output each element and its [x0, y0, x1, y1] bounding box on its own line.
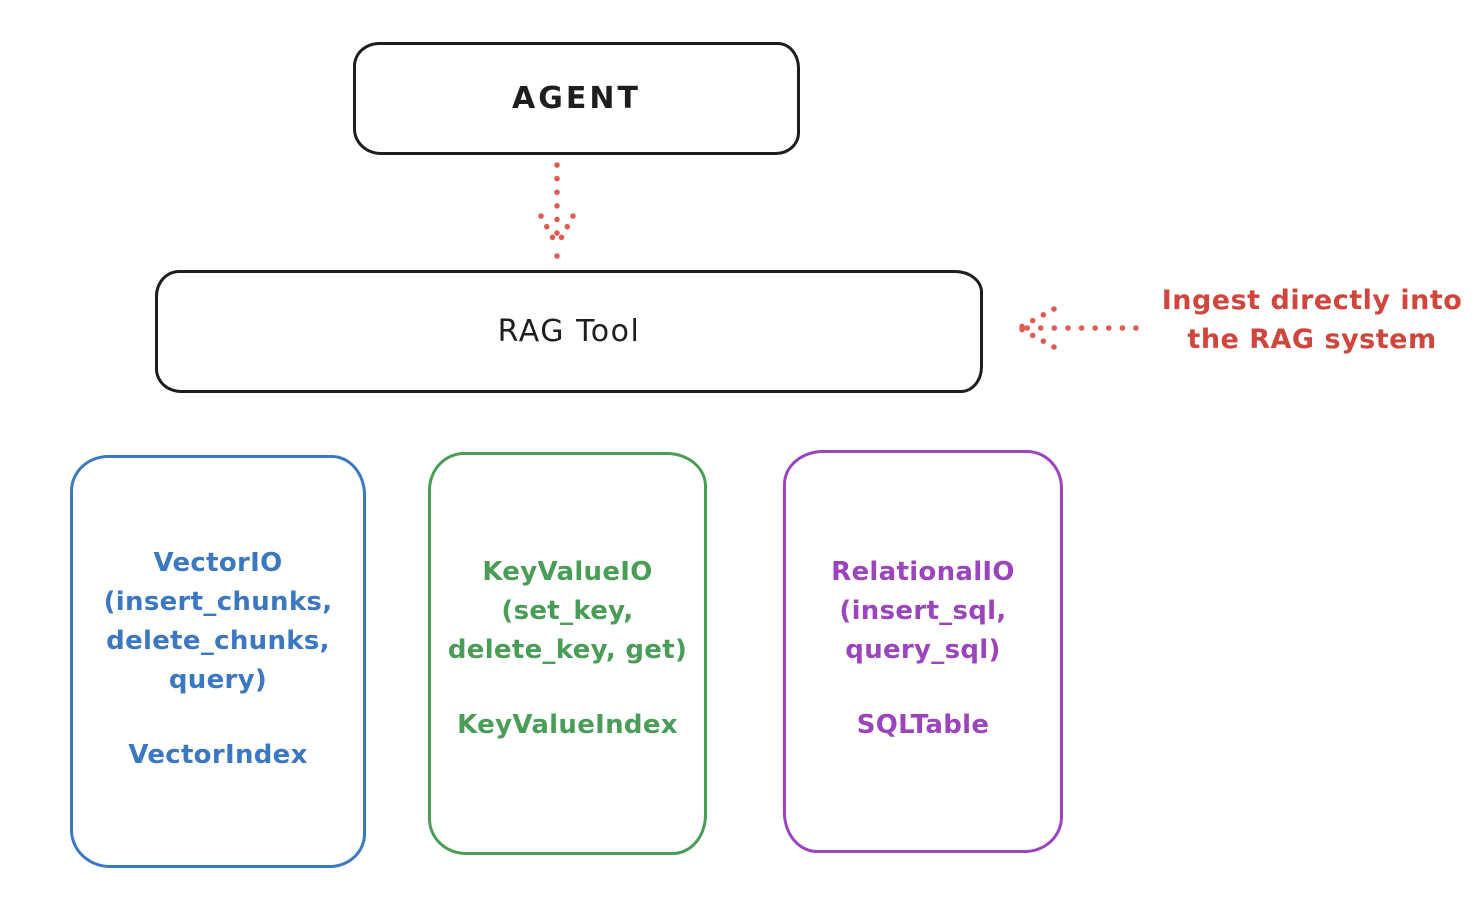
relational-io-node: RelationalIO (insert_sql, query_sql) SQL… [783, 450, 1063, 853]
vector-index-label: VectorIndex [128, 740, 308, 770]
sqltable-label: SQLTable [856, 710, 990, 740]
vector-io-node: VectorIO (insert_chunks, delete_chunks, … [70, 455, 366, 868]
rag-tool-node: RAG Tool [155, 270, 983, 393]
agent-node: AGENT [353, 42, 800, 155]
vector-io-body: VectorIO (insert_chunks, delete_chunks, … [103, 548, 333, 695]
ingest-to-ragtool-arrow [1018, 306, 1139, 350]
keyvalue-io-node: KeyValueIO (set_key, delete_key, get) Ke… [428, 452, 707, 855]
ingest-annotation-text: Ingest directly into the RAG system [1161, 285, 1463, 355]
relational-io-body: RelationalIO (insert_sql, query_sql) [831, 557, 1015, 665]
agent-node-label: AGENT [512, 81, 641, 116]
agent-to-ragtool-arrow [538, 162, 576, 259]
keyvalue-index-label: KeyValueIndex [457, 710, 678, 740]
rag-tool-node-label: RAG Tool [497, 314, 641, 349]
keyvalue-io-body: KeyValueIO (set_key, delete_key, get) [447, 557, 688, 665]
